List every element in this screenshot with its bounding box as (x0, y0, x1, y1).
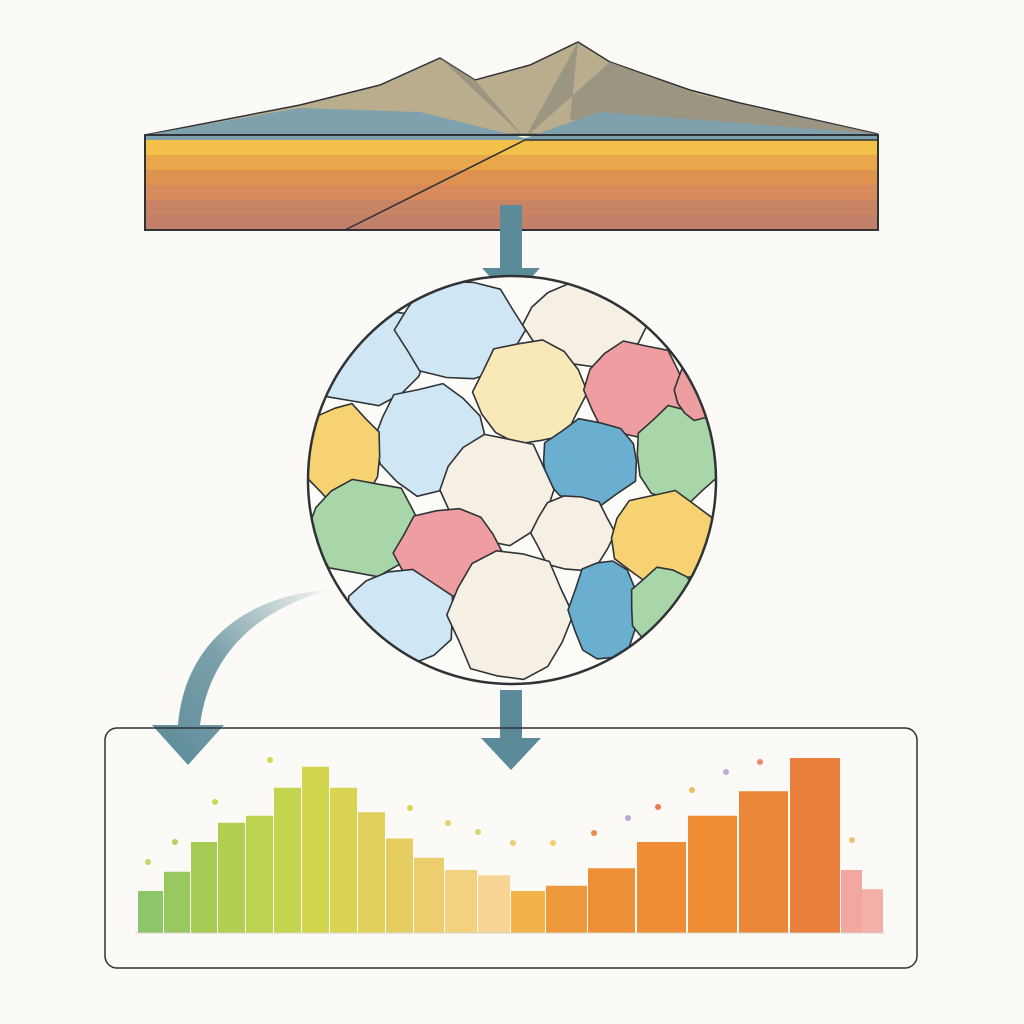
distribution-bar (330, 787, 357, 933)
distribution-bar (862, 889, 883, 933)
scatter-dot (723, 769, 729, 775)
scatter-dot (655, 804, 661, 810)
down-arrow-icon (481, 690, 541, 770)
grain-view-outline (306, 274, 718, 686)
fault-line (344, 139, 878, 231)
grain-microstructure (306, 274, 718, 686)
scatter-dot (591, 830, 597, 836)
distribution-bar (246, 815, 273, 933)
scatter-dot (689, 787, 695, 793)
strata-layer (145, 185, 878, 201)
distribution-bar (274, 787, 301, 933)
mountain-shadow (440, 42, 878, 138)
scatter-dot (849, 837, 855, 843)
distribution-bar (358, 812, 385, 933)
curved-arrow-icon (152, 590, 328, 765)
distribution-bar (302, 766, 329, 933)
mineral-grain (446, 550, 575, 681)
distribution-bar (478, 875, 510, 933)
distribution-bar (138, 891, 163, 933)
scatter-dot (510, 840, 516, 846)
distribution-bar (790, 758, 840, 933)
distribution-bar (511, 891, 545, 933)
scatter-dot (407, 805, 413, 811)
mountain-foothills (145, 108, 878, 140)
scatter-dot (757, 759, 763, 765)
distribution-bar (739, 791, 788, 933)
strata-layer (145, 170, 878, 186)
distribution-bar (546, 885, 587, 933)
distribution-bar (386, 838, 413, 933)
scatter-dot (475, 829, 481, 835)
scatter-dot (550, 840, 556, 846)
distribution-bar (588, 868, 635, 933)
chart-frame (104, 727, 918, 969)
distribution-bar (164, 871, 190, 933)
distribution-bar (191, 842, 217, 933)
strata-layer (145, 155, 878, 171)
distribution-bar (414, 857, 444, 933)
distribution-bar (445, 870, 477, 933)
mineral-grain (542, 417, 638, 506)
distribution-bar (841, 870, 862, 933)
scatter-dot (267, 757, 273, 763)
distribution-bar (688, 815, 737, 933)
scatter-dot (145, 859, 151, 865)
distribution-bar (637, 842, 686, 933)
scatter-dot (625, 815, 631, 821)
scatter-dot (212, 799, 218, 805)
scatter-dot (445, 820, 451, 826)
distribution-bar (218, 822, 245, 933)
scatter-dot (172, 839, 178, 845)
strata-layer (145, 140, 878, 156)
crust-cross-section (144, 41, 879, 231)
grain-size-distribution (104, 727, 918, 969)
